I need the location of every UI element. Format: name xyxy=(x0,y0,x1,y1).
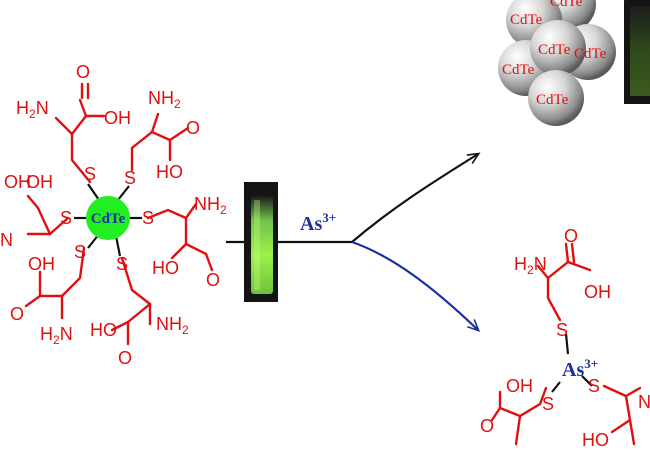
oxygen-label: O xyxy=(480,416,494,436)
sulfur-label: S xyxy=(588,376,600,396)
acid-label: OH xyxy=(26,172,53,192)
sulfur-label: S xyxy=(84,164,96,184)
acid-label: HO xyxy=(156,162,183,182)
sulfur-label: S xyxy=(124,168,136,188)
sulfur-label: S xyxy=(74,242,86,262)
cdte-aggregate: CdTe CdTe CdTe CdTe CdTe CdTe xyxy=(498,0,616,126)
fluorescent-vial xyxy=(244,182,278,302)
svg-text:As3+: As3+ xyxy=(562,356,598,381)
arsenic-reagent-label: As3+ xyxy=(300,210,336,235)
sulfur-label: S xyxy=(142,208,154,228)
cdte-core: CdTe xyxy=(86,196,130,240)
aggregate-label: CdTe xyxy=(502,62,535,78)
right-complex-s-links xyxy=(551,333,593,393)
oxygen-label: O xyxy=(76,62,90,82)
acid-label: OH xyxy=(104,108,131,128)
arsenic-center: As xyxy=(562,359,584,381)
amine-label: NH2 xyxy=(156,314,189,337)
acid-label: OH xyxy=(584,282,611,302)
aggregate-label: CdTe xyxy=(574,46,607,62)
sulfur-label: S xyxy=(542,394,554,414)
amine-label-cut: N xyxy=(638,392,650,412)
acid-label-cut: OH xyxy=(4,172,31,192)
left-complex-s-links xyxy=(74,183,142,257)
sulfur-label: S xyxy=(116,254,128,274)
left-complex-labels: S S S S S S H2N O OH NH2 O HO OH OH N NH… xyxy=(0,62,227,368)
amine-label: H2N xyxy=(514,254,547,277)
oxygen-label: O xyxy=(206,270,220,290)
arsenic-charge: 3+ xyxy=(584,356,598,371)
acid-label: HO xyxy=(582,430,609,450)
right-complex-labels: As3+ S S S H2N O OH OH O HO N xyxy=(480,226,650,450)
reaction-arrows xyxy=(226,152,481,333)
acid-label: OH xyxy=(28,254,55,274)
oxygen-label: O xyxy=(10,304,24,324)
amine-label: H2N xyxy=(16,98,49,121)
aggregate-label: CdTe xyxy=(510,12,543,28)
svg-text:As3+: As3+ xyxy=(300,210,336,235)
amine-label: NH2 xyxy=(194,194,227,217)
acid-label: HO xyxy=(90,320,117,340)
aggregate-label: CdTe xyxy=(538,42,571,58)
reagent-symbol: As xyxy=(300,213,322,235)
acid-label: OH xyxy=(506,376,533,396)
oxygen-label: O xyxy=(186,118,200,138)
cdte-core-label: CdTe xyxy=(91,211,126,227)
sulfur-label: S xyxy=(556,320,568,340)
amine-label: NH2 xyxy=(148,88,181,111)
aggregate-label: CdTe xyxy=(536,92,569,108)
amine-label: H2N xyxy=(40,324,73,347)
oxygen-label: O xyxy=(564,226,578,246)
oxygen-label: O xyxy=(118,348,132,368)
aggregate-label: CdTe xyxy=(550,0,583,10)
amine-label-cut: N xyxy=(0,230,13,250)
quenched-vial xyxy=(624,0,650,104)
right-complex-bonds xyxy=(490,242,642,446)
sulfur-label: S xyxy=(60,208,72,228)
left-complex-bonds xyxy=(24,82,214,346)
reagent-charge: 3+ xyxy=(322,210,336,225)
acid-label: HO xyxy=(152,258,179,278)
